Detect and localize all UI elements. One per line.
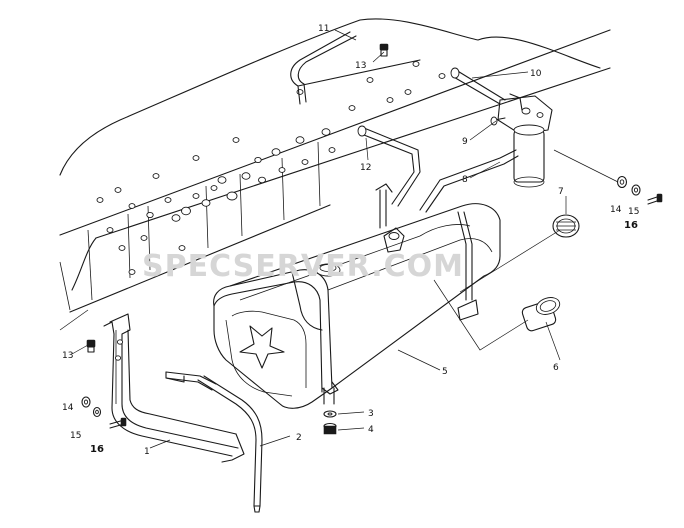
callout-16-right: 16: [624, 220, 638, 231]
callout-labels: 11 13 10 9 12 8 7 14 15 16 6 5 3 4 13 14…: [62, 24, 639, 457]
tank-strap-2: [165, 371, 263, 513]
callout-15-left: 15: [70, 431, 81, 441]
callout-15-right: 15: [628, 207, 639, 217]
callout-13-left: 13: [62, 351, 73, 361]
callout-8: 8: [462, 175, 468, 185]
callout-14-left: 14: [62, 403, 74, 413]
frame-rail-holes: [96, 61, 446, 275]
fuel-cap-6: [521, 297, 561, 332]
callout-16-left: 16: [90, 444, 104, 455]
fuel-pipe-8: [419, 149, 519, 213]
callout-5: 5: [442, 367, 448, 377]
nut-4: [323, 422, 337, 435]
callout-7: 7: [558, 187, 564, 197]
watermark-text: SPECSERVER.COM: [142, 249, 464, 284]
callout-11: 11: [318, 24, 329, 34]
fastener-set-right: [616, 175, 663, 205]
fuel-filter-9: [490, 93, 553, 188]
mounting-bracket-1: [103, 313, 245, 463]
callout-10: 10: [530, 69, 542, 79]
callout-1: 1: [144, 447, 150, 457]
callout-14-right: 14: [610, 205, 622, 215]
callout-4: 4: [368, 425, 374, 435]
bolt-13-top: [379, 43, 389, 57]
fuel-tank-5: [213, 183, 501, 409]
callout-2: 2: [296, 433, 302, 443]
callout-3: 3: [368, 409, 374, 419]
callout-12: 12: [360, 163, 371, 173]
callout-13-top: 13: [355, 61, 366, 71]
vent-pipe-11: [290, 31, 421, 105]
fuel-pipe-10: [450, 67, 506, 105]
filter-ring-7: [552, 214, 580, 238]
callout-9: 9: [462, 137, 468, 147]
washer-3: [323, 410, 337, 418]
fastener-set-left: [81, 339, 127, 429]
fuel-pipe-12: [357, 125, 421, 207]
leader-lines: [59, 29, 619, 449]
callout-6: 6: [553, 363, 559, 373]
